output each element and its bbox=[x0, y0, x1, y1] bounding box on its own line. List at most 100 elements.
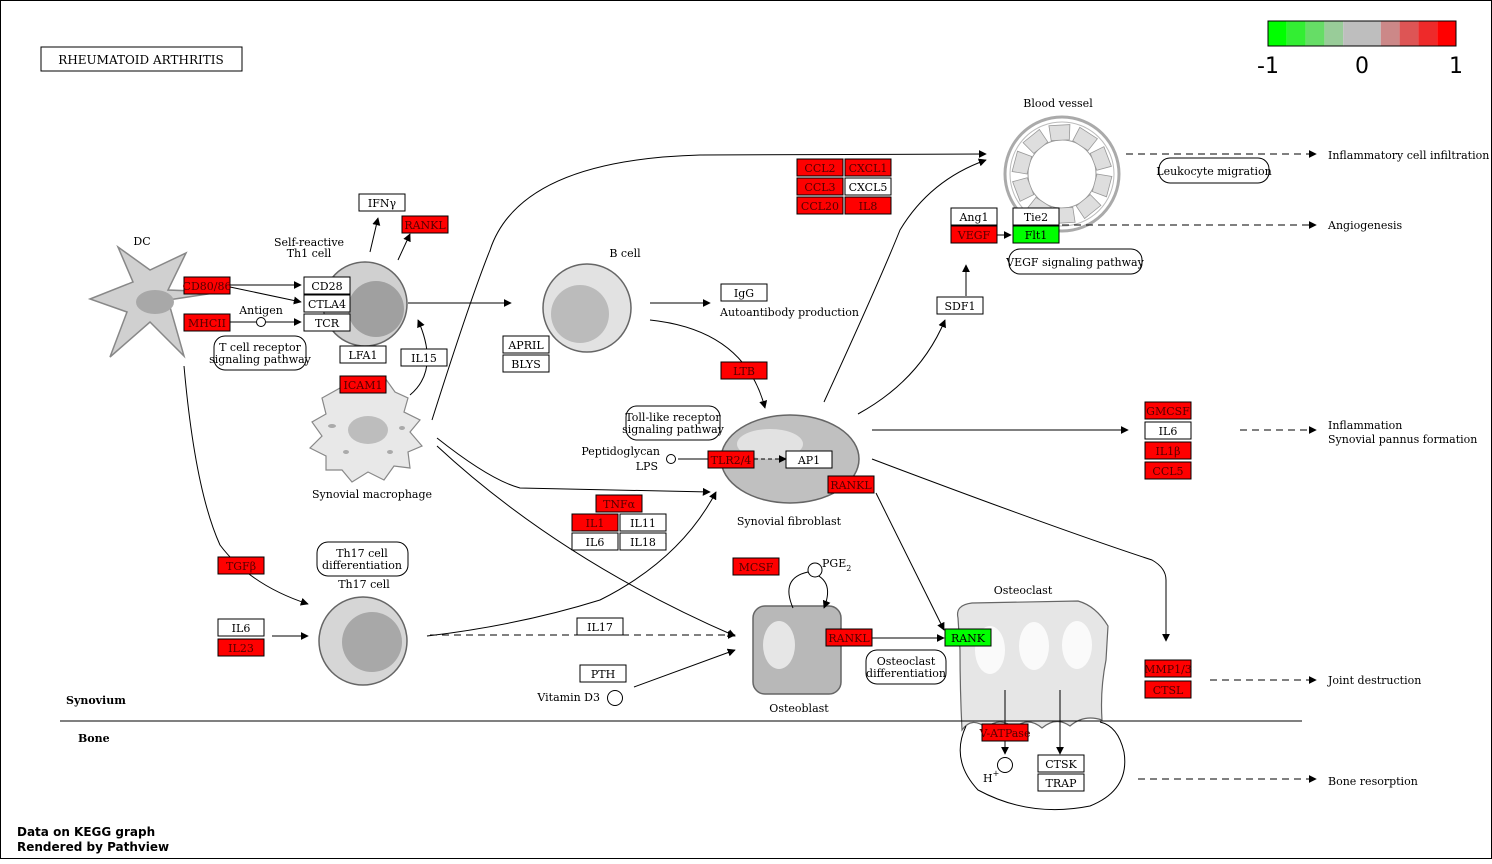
gene-mhcii[interactable]: MHCII bbox=[183, 313, 231, 332]
gene-tie2-label: Tie2 bbox=[1024, 211, 1048, 224]
gene-ccl2-box bbox=[796, 158, 844, 177]
gene-il15[interactable]: IL15 bbox=[400, 348, 448, 367]
gene-tgfb[interactable]: TGFβ bbox=[217, 556, 265, 575]
gene-trap[interactable]: TRAP bbox=[1037, 773, 1085, 792]
gene-ctsl[interactable]: CTSL bbox=[1144, 680, 1192, 699]
gene-mcsf-label: MCSF bbox=[739, 561, 774, 574]
gene-il8[interactable]: IL8 bbox=[844, 196, 892, 215]
th17-differentiation-link[interactable]: Th17 cell differentiation bbox=[316, 541, 409, 577]
gene-vatpase-label: V-ATPase bbox=[979, 727, 1031, 740]
gene-il8-label: IL8 bbox=[859, 200, 878, 213]
joint-destruction-label: Joint destruction bbox=[1327, 674, 1421, 687]
tcr-pathway-link[interactable]: T cell receptor signaling pathway bbox=[209, 335, 312, 371]
gene-ctsk[interactable]: CTSK bbox=[1037, 754, 1085, 773]
gene-tnfa[interactable]: TNFα bbox=[595, 494, 643, 513]
gene-sdf1[interactable]: SDF1 bbox=[936, 296, 984, 315]
th1-label-1: Self-reactive bbox=[274, 236, 344, 249]
gene-cd28[interactable]: CD28 bbox=[303, 276, 351, 295]
resorption-lacuna bbox=[959, 721, 1126, 811]
gene-tnfa-label: TNFα bbox=[603, 498, 636, 511]
gene-cd8086-box bbox=[183, 276, 231, 295]
gene-il6c[interactable]: IL6 bbox=[217, 618, 265, 637]
gene-ccl3[interactable]: CCL3 bbox=[796, 177, 844, 196]
gene-ctla4[interactable]: CTLA4 bbox=[303, 294, 351, 313]
bcell-label: B cell bbox=[609, 247, 641, 260]
gene-rankl1[interactable]: RANKL bbox=[401, 215, 449, 234]
gene-il6a[interactable]: IL6 bbox=[571, 532, 619, 551]
gene-il1b[interactable]: IL1β bbox=[1144, 441, 1192, 460]
gene-rankl1-label: RANKL bbox=[404, 219, 446, 232]
vessel-wall-segment bbox=[1012, 177, 1035, 202]
gene-mmp13-box bbox=[1144, 659, 1192, 678]
tlr-pathway-link[interactable]: Toll-like receptor signaling pathway bbox=[622, 405, 725, 441]
vessel-wall-segment bbox=[1011, 150, 1033, 175]
blood-vessel-label: Blood vessel bbox=[1023, 97, 1093, 110]
vegf-pathway-link[interactable]: VEGF signaling pathway bbox=[1005, 248, 1145, 275]
vessel-wall-segment bbox=[1075, 194, 1102, 220]
macrophage-granule bbox=[387, 450, 393, 454]
gene-lfa1-box bbox=[339, 345, 387, 364]
hplus-superscript: + bbox=[993, 769, 1000, 778]
gene-tlr24-label: TLR2/4 bbox=[711, 454, 752, 467]
gene-rank-box bbox=[944, 628, 992, 647]
edges bbox=[183, 150, 1317, 783]
gene-gmcsf[interactable]: GMCSF bbox=[1144, 401, 1192, 420]
gene-il8-box bbox=[844, 196, 892, 215]
gene-icam1[interactable]: ICAM1 bbox=[339, 375, 387, 394]
gene-ccl2[interactable]: CCL2 bbox=[796, 158, 844, 177]
gene-ifny[interactable]: IFNγ bbox=[358, 193, 406, 212]
gene-il1[interactable]: IL1 bbox=[571, 513, 619, 532]
gene-il18[interactable]: IL18 bbox=[619, 532, 667, 551]
gene-ap1[interactable]: AP1 bbox=[785, 450, 833, 469]
gene-flt1[interactable]: Flt1 bbox=[1012, 225, 1060, 244]
gene-cxcl5[interactable]: CXCL5 bbox=[844, 177, 892, 196]
gene-il6b[interactable]: IL6 bbox=[1144, 421, 1192, 440]
gene-mcsf-box bbox=[732, 557, 780, 576]
legend-min-label: -1 bbox=[1257, 54, 1279, 79]
gene-mcsf[interactable]: MCSF bbox=[732, 557, 780, 576]
gene-il23[interactable]: IL23 bbox=[217, 638, 265, 657]
hplus-node bbox=[997, 757, 1013, 773]
gene-blys[interactable]: BLYS bbox=[502, 354, 550, 373]
gene-tcr[interactable]: TCR bbox=[303, 313, 351, 332]
gene-igg[interactable]: IgG bbox=[720, 283, 768, 302]
gene-vatpase[interactable]: V-ATPase bbox=[979, 723, 1031, 742]
gene-blys-label: BLYS bbox=[511, 358, 540, 371]
gene-il17[interactable]: IL17 bbox=[576, 617, 624, 636]
gene-lfa1[interactable]: LFA1 bbox=[339, 345, 387, 364]
pge2-text: PGE bbox=[822, 557, 846, 570]
gene-mmp13[interactable]: MMP1/3 bbox=[1144, 659, 1192, 678]
gene-tlr24[interactable]: TLR2/4 bbox=[707, 450, 755, 469]
legend-swatch bbox=[1380, 21, 1400, 46]
antigen-label: Antigen bbox=[238, 304, 283, 317]
gene-ltb-box bbox=[720, 361, 768, 380]
dc-nucleus bbox=[136, 290, 174, 314]
gene-april[interactable]: APRIL bbox=[502, 335, 550, 354]
leukocyte-migration-link[interactable]: Leukocyte migration bbox=[1156, 157, 1272, 184]
color-legend bbox=[1267, 20, 1457, 47]
legend-swatch bbox=[1343, 21, 1362, 46]
gene-ltb[interactable]: LTB bbox=[720, 361, 768, 380]
osteoclast-differentiation-link[interactable]: Osteoclast differentiation bbox=[865, 649, 947, 685]
gene-pth[interactable]: PTH bbox=[579, 664, 627, 683]
gene-cd8086[interactable]: CD80/86 bbox=[183, 276, 232, 295]
gene-rank[interactable]: RANK bbox=[944, 628, 992, 647]
gene-cxcl5-label: CXCL5 bbox=[849, 181, 888, 194]
gene-mhcii-label: MHCII bbox=[188, 317, 226, 330]
gene-ccl20[interactable]: CCL20 bbox=[796, 196, 844, 215]
gene-rankl2[interactable]: RANKL bbox=[827, 475, 875, 494]
gene-rankl2-box bbox=[827, 475, 875, 494]
gene-cxcl5-box bbox=[844, 177, 892, 196]
gene-cxcl1[interactable]: CXCL1 bbox=[844, 158, 892, 177]
pathway-title-box: RHEUMATOID ARTHRITIS bbox=[40, 46, 243, 72]
gene-ang1-label: Ang1 bbox=[958, 211, 988, 224]
gene-il11[interactable]: IL11 bbox=[619, 513, 667, 532]
peptidoglycan-label: Peptidoglycan bbox=[581, 445, 660, 458]
gene-vegf[interactable]: VEGF bbox=[950, 225, 998, 244]
gene-ccl5[interactable]: CCL5 bbox=[1144, 461, 1192, 480]
gene-il18-label: IL18 bbox=[630, 536, 656, 549]
gene-igg-box bbox=[720, 283, 768, 302]
gene-rankl3[interactable]: RANKL bbox=[825, 628, 873, 647]
gene-tie2[interactable]: Tie2 bbox=[1012, 207, 1060, 226]
gene-ang1[interactable]: Ang1 bbox=[950, 207, 998, 226]
